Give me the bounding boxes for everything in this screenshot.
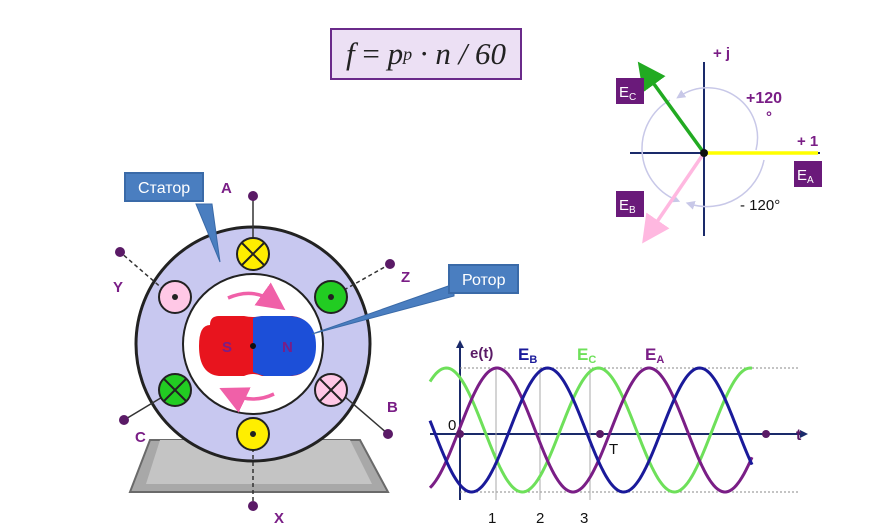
- origin-marker: [456, 430, 464, 438]
- ea-phasor-label: EA: [797, 167, 814, 186]
- waveform-plot: 0 T e(t) t EB EC EA 1 2 3: [428, 340, 808, 527]
- coil-a-cross-icon: [236, 237, 270, 271]
- terminal-x-label: X: [274, 510, 284, 527]
- stator-callout: Статор: [124, 172, 205, 202]
- axis-real-label: + 1: [797, 133, 818, 150]
- wave-ea: [428, 366, 754, 494]
- coil-x-dot-icon: [236, 417, 270, 451]
- terminal-b-label: B: [387, 399, 398, 416]
- terminal-x-icon: [248, 501, 258, 511]
- terminal-y-icon: [115, 247, 125, 257]
- rotor-callout: Ротор: [448, 264, 520, 294]
- origin-label: 0: [448, 417, 456, 434]
- lead-b: [343, 395, 389, 435]
- angle-neg-label: - 120°: [740, 197, 780, 214]
- rotation-arrow-top-icon: [227, 282, 286, 311]
- coil-c-cross-icon: [158, 373, 192, 407]
- terminal-c-label: C: [135, 429, 146, 446]
- tick-label-1: 1: [488, 510, 496, 527]
- angle-arc-left-icon: [641, 99, 681, 203]
- angle-arc-pos-icon: [676, 86, 759, 151]
- vector-eb: [642, 152, 706, 244]
- wave-ec: [428, 366, 753, 494]
- wave-label-eb: EB: [518, 345, 537, 366]
- angle-pos-degree: °: [766, 109, 772, 126]
- phasor-diagram: + j + 1 +120 ° - 120° EC EB EA: [616, 45, 822, 244]
- formula-eq: =: [362, 36, 380, 71]
- tick-label-3: 3: [580, 510, 588, 527]
- period-label: T: [609, 441, 618, 458]
- wave-eb: [428, 366, 754, 494]
- coil-b-cross-icon: [314, 373, 348, 407]
- machine-group: S N: [113, 180, 455, 527]
- rotation-arrow-bottom-icon: [219, 387, 275, 413]
- time-axis-arrow-icon: [800, 430, 808, 438]
- terminal-z-label: Z: [401, 269, 410, 286]
- lead-y: [119, 251, 165, 291]
- end-marker: [762, 430, 770, 438]
- angle-arc-neg-icon: [685, 159, 765, 210]
- angle-pos-label: +120: [746, 90, 782, 107]
- eb-label-box: [616, 191, 644, 217]
- wave-label-ec: EC: [577, 345, 596, 366]
- formula-p-subscript: p: [403, 43, 413, 64]
- x-axis-label: t: [796, 427, 802, 444]
- terminal-y-label: Y: [113, 279, 123, 296]
- ec-label-box: [616, 78, 644, 104]
- ea-label-box: [794, 161, 822, 187]
- terminal-a-label: A: [221, 180, 232, 197]
- period-marker: [596, 430, 604, 438]
- tick-label-2: 2: [536, 510, 544, 527]
- rotor-n-pole: [253, 316, 316, 376]
- formula-p: p: [387, 36, 404, 71]
- formula-f: f: [346, 36, 355, 71]
- wave-label-ea: EA: [645, 345, 664, 366]
- y-axis-label: e(t): [470, 345, 493, 362]
- lead-c: [123, 395, 165, 421]
- pole-n-label: N: [282, 339, 293, 356]
- axis-imag-label: + j: [713, 45, 730, 62]
- rotor-center: [250, 343, 256, 349]
- formula-rest: · n / 60: [419, 36, 506, 71]
- ec-phasor-label: EC: [619, 84, 636, 103]
- vector-ec: [637, 61, 706, 155]
- terminal-z-icon: [385, 259, 395, 269]
- lead-z: [343, 263, 391, 291]
- stator-callout-pointer: [195, 203, 221, 263]
- terminal-c-icon: [119, 415, 129, 425]
- terminal-a-icon: [248, 191, 258, 201]
- value-axis-arrow-icon: [456, 340, 464, 348]
- pole-s-label: S: [222, 339, 232, 356]
- phasor-origin: [700, 149, 708, 157]
- eb-phasor-label: EB: [619, 197, 636, 216]
- terminal-b-icon: [383, 429, 393, 439]
- coil-z-dot-icon: [314, 280, 348, 314]
- coil-y-dot-icon: [158, 280, 192, 314]
